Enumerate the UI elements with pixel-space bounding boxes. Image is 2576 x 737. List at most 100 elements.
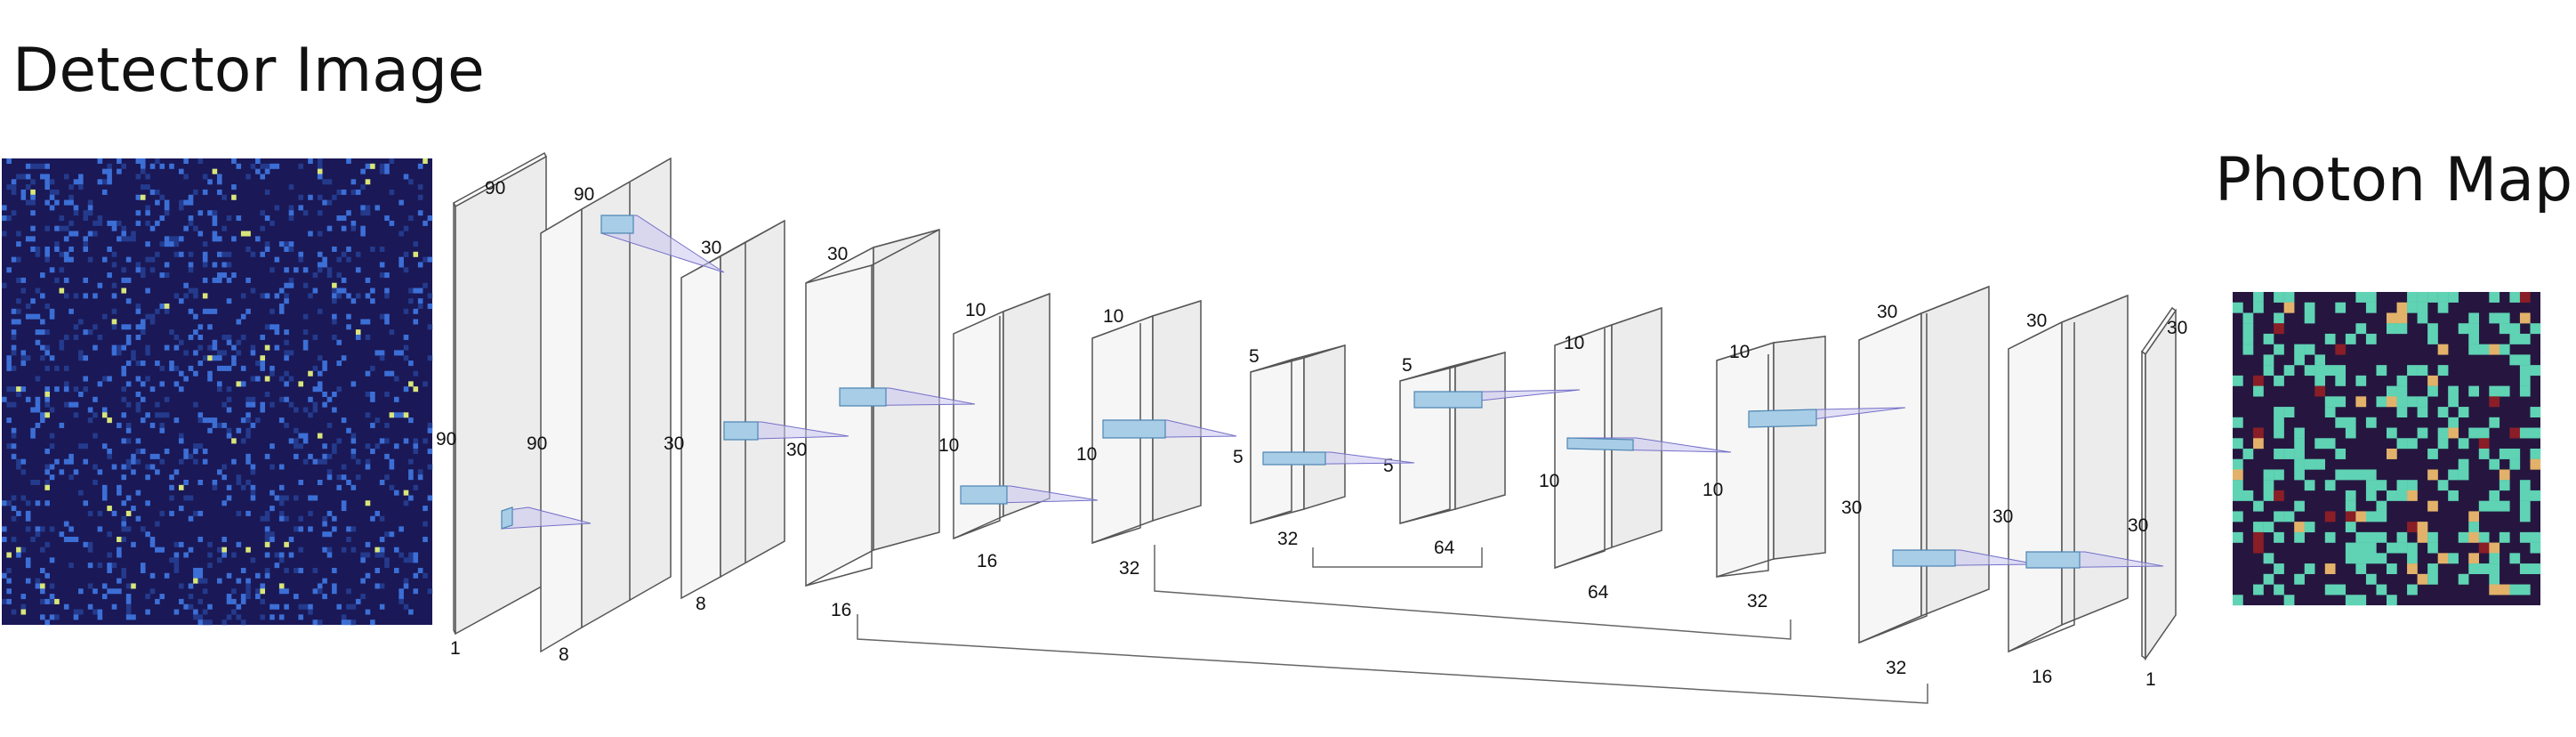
photon-pixel — [2468, 344, 2479, 355]
detector-pixel — [341, 417, 347, 424]
detector-pixel — [398, 199, 404, 206]
detector-pixel — [20, 547, 27, 553]
kernel-conv1-pool1-block — [600, 215, 634, 234]
photon-pixel — [2233, 511, 2243, 522]
detector-pixel — [169, 365, 174, 371]
detector-pixel — [332, 449, 337, 455]
photon-pixel — [2417, 365, 2428, 377]
detector-pixel — [20, 277, 27, 283]
detector-pixel — [107, 163, 112, 169]
detector-pixel — [284, 381, 289, 387]
detector-pixel — [393, 547, 399, 553]
detector-pixel — [63, 256, 69, 263]
detector-pixel — [332, 288, 337, 294]
photon-pixel — [2509, 458, 2521, 470]
detector-pixel — [135, 174, 141, 180]
skip-connection-16 — [857, 614, 1928, 704]
detector-pixel — [288, 246, 294, 252]
detector-pixel — [159, 381, 165, 387]
detector-pixel — [107, 179, 112, 185]
detector-pixel — [294, 495, 299, 501]
detector-pixel — [384, 319, 390, 325]
detector-pixel — [341, 355, 347, 361]
photon-pixel — [2427, 469, 2438, 481]
detector-pixel — [288, 241, 294, 247]
detector-pixel — [44, 344, 50, 351]
detector-pixel — [54, 386, 60, 393]
detector-pixel — [25, 578, 31, 584]
detector-pixel — [135, 360, 141, 367]
detector-pixel — [264, 526, 270, 532]
detector-pixel — [178, 438, 184, 444]
detector-pixel — [326, 552, 333, 558]
detector-pixel — [159, 547, 165, 553]
detector-pixel — [197, 231, 204, 237]
detector-pixel — [317, 231, 323, 237]
photon-pixel — [2253, 584, 2264, 595]
detector-pixel — [35, 526, 41, 532]
detector-pixel — [183, 552, 189, 558]
detector-pixel — [178, 458, 184, 465]
detector-pixel — [240, 365, 246, 371]
detector-pixel — [40, 417, 45, 424]
detector-pixel — [44, 179, 50, 185]
photon-pixel — [2376, 584, 2387, 595]
detector-pixel — [298, 251, 303, 257]
photon-pixel — [2387, 490, 2397, 501]
detector-pixel — [125, 495, 132, 501]
kernel-conv3-pool3-block — [1102, 419, 1166, 439]
detector-pixel — [417, 298, 423, 304]
detector-pixel — [149, 541, 156, 547]
detector-pixel — [270, 537, 275, 543]
photon-pixel — [2499, 531, 2510, 543]
detector-pixel — [322, 521, 327, 527]
detector-pixel — [370, 422, 375, 428]
detector-pixel — [226, 339, 232, 345]
photon-pixel — [2314, 385, 2325, 397]
photon-pixel — [2407, 292, 2418, 303]
detector-pixel — [149, 319, 156, 325]
detector-pixel — [274, 329, 280, 336]
detector-pixel — [11, 308, 17, 314]
detector-pixel — [317, 386, 323, 393]
detector-pixel — [135, 220, 141, 226]
photon-pixel — [2468, 563, 2479, 574]
photon-pixel — [2427, 333, 2438, 344]
photon-pixel — [2417, 312, 2428, 324]
photon-pixel — [2345, 522, 2356, 533]
detector-pixel — [121, 412, 127, 418]
detector-pixel — [294, 427, 299, 433]
photon-pixel — [2458, 531, 2469, 543]
detector-pixel — [2, 215, 7, 222]
detector-pixel — [6, 215, 12, 222]
detector-pixel — [379, 479, 385, 485]
detector-pixel — [202, 256, 208, 263]
detector-pixel — [389, 329, 395, 336]
detector-pixel — [125, 401, 132, 408]
detector-pixel — [264, 241, 270, 247]
photon-pixel — [2530, 323, 2541, 335]
detector-pixel — [332, 443, 337, 449]
detector-pixel — [30, 246, 36, 252]
detector-pixel — [44, 541, 50, 547]
detector-pixel — [93, 293, 98, 299]
detector-pixel — [11, 319, 17, 325]
detector-pixel — [403, 308, 409, 314]
detector-pixel — [398, 594, 404, 600]
detector-pixel — [164, 304, 170, 310]
detector-pixel — [140, 324, 146, 330]
photon-pixel — [2387, 595, 2397, 606]
photon-pixel — [2283, 449, 2295, 459]
photon-pixel — [2324, 438, 2336, 449]
detector-pixel — [336, 288, 342, 294]
detector-pixel — [417, 163, 423, 169]
detector-pixel — [16, 392, 21, 398]
detector-pixel — [236, 163, 242, 169]
detector-pixel — [49, 598, 55, 604]
detector-pixel — [226, 407, 232, 413]
photon-pixel — [2489, 584, 2500, 595]
detector-pixel — [68, 401, 74, 408]
detector-pixel — [423, 220, 428, 226]
detector-pixel — [389, 458, 395, 465]
layer-conv3-label-depth: 10 — [1103, 306, 1123, 327]
